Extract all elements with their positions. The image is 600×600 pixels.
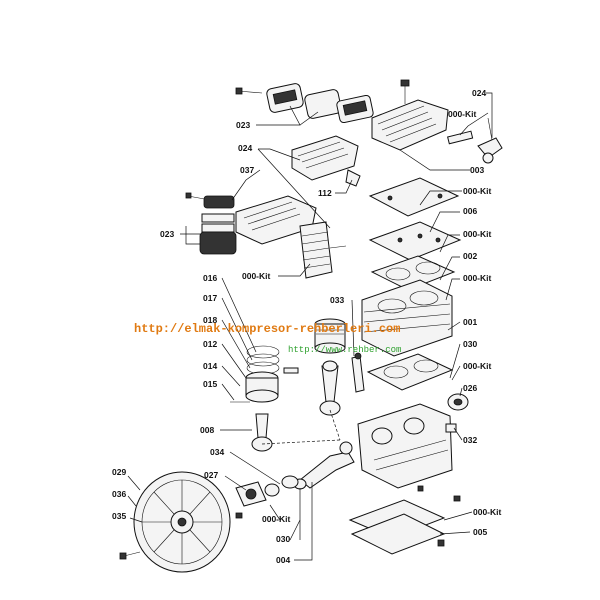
label-001: 001 — [463, 317, 477, 327]
watermark-url-secondary: http://www.rehber.com — [288, 345, 401, 355]
piston-pin — [230, 367, 299, 403]
label-030-right: 030 — [463, 339, 477, 349]
valve-fitting-024 — [477, 117, 503, 164]
bolt-top-left — [235, 87, 263, 95]
flywheel — [133, 471, 231, 573]
leader-lines — [127, 92, 493, 561]
label-012: 012 — [203, 339, 217, 349]
conrod-left — [251, 413, 273, 452]
air-filter-top — [266, 83, 374, 124]
cylinder-left-finned — [299, 221, 347, 279]
label-023-left: 023 — [160, 229, 174, 239]
label-112: 112 — [318, 188, 332, 198]
assembly-line-1 — [261, 439, 341, 445]
label-027: 027 — [204, 470, 218, 480]
bearing-cover-026 — [445, 393, 469, 433]
label-003: 003 — [470, 165, 484, 175]
label-023-top: 023 — [236, 120, 250, 130]
gasket-small — [447, 130, 474, 145]
crankshaft — [293, 441, 355, 490]
label-034: 034 — [210, 447, 224, 457]
air-filter-left — [185, 192, 237, 255]
cylinder-block-right — [361, 279, 453, 357]
cylinder-head-left — [235, 195, 317, 245]
valve-plate-006 — [368, 221, 462, 261]
cylinder-head-middle — [291, 135, 361, 187]
label-000-kit-head: 000-Kit — [463, 186, 492, 196]
label-035: 035 — [112, 511, 126, 521]
label-000-kit-bottom: 000-Kit — [473, 507, 502, 517]
label-000-kit-left: 000-Kit — [242, 271, 271, 281]
assembly-line-2 — [329, 409, 341, 441]
label-000-kit-gasket: 000-Kit — [463, 273, 492, 283]
label-036: 036 — [112, 489, 126, 499]
valve-plate-gasket-top — [368, 177, 460, 217]
label-014: 014 — [203, 361, 217, 371]
crankcase — [357, 403, 453, 489]
bolt-small — [235, 512, 243, 519]
piston-right — [314, 318, 346, 354]
bottom-plate-005 — [348, 485, 461, 555]
label-030-bottom: 030 — [276, 534, 290, 544]
label-026: 026 — [463, 383, 477, 393]
label-000-kit-plate: 000-Kit — [463, 229, 492, 239]
conrod-right — [319, 360, 341, 416]
label-015: 015 — [203, 379, 217, 389]
label-032: 032 — [463, 435, 477, 445]
label-006: 006 — [463, 206, 477, 216]
label-008: 008 — [200, 425, 214, 435]
label-024-right: 024 — [472, 88, 486, 98]
label-017: 017 — [203, 293, 217, 303]
label-000-kit-top: 000-Kit — [448, 109, 477, 119]
head-cover-right — [371, 79, 449, 151]
check-valve-033 — [351, 352, 365, 393]
label-018: 018 — [203, 315, 217, 325]
label-037: 037 — [240, 165, 254, 175]
label-005: 005 — [473, 527, 487, 537]
label-029: 029 — [112, 467, 126, 477]
label-000-kit-crank: 000-Kit — [463, 361, 492, 371]
watermark-url-main: http://elmak-kompresor-rehberleri.com — [134, 322, 400, 336]
flywheel-bolt — [119, 551, 141, 560]
label-004: 004 — [276, 555, 290, 565]
base-gasket — [366, 353, 454, 391]
label-000-kit-front: 000-Kit — [262, 514, 291, 524]
label-033: 033 — [330, 295, 344, 305]
label-002: 002 — [463, 251, 477, 261]
label-024-left: 024 — [238, 143, 252, 153]
front-cover-027 — [235, 475, 299, 507]
label-016: 016 — [203, 273, 217, 283]
gasket-002 — [370, 255, 456, 291]
piston-left — [245, 371, 279, 403]
